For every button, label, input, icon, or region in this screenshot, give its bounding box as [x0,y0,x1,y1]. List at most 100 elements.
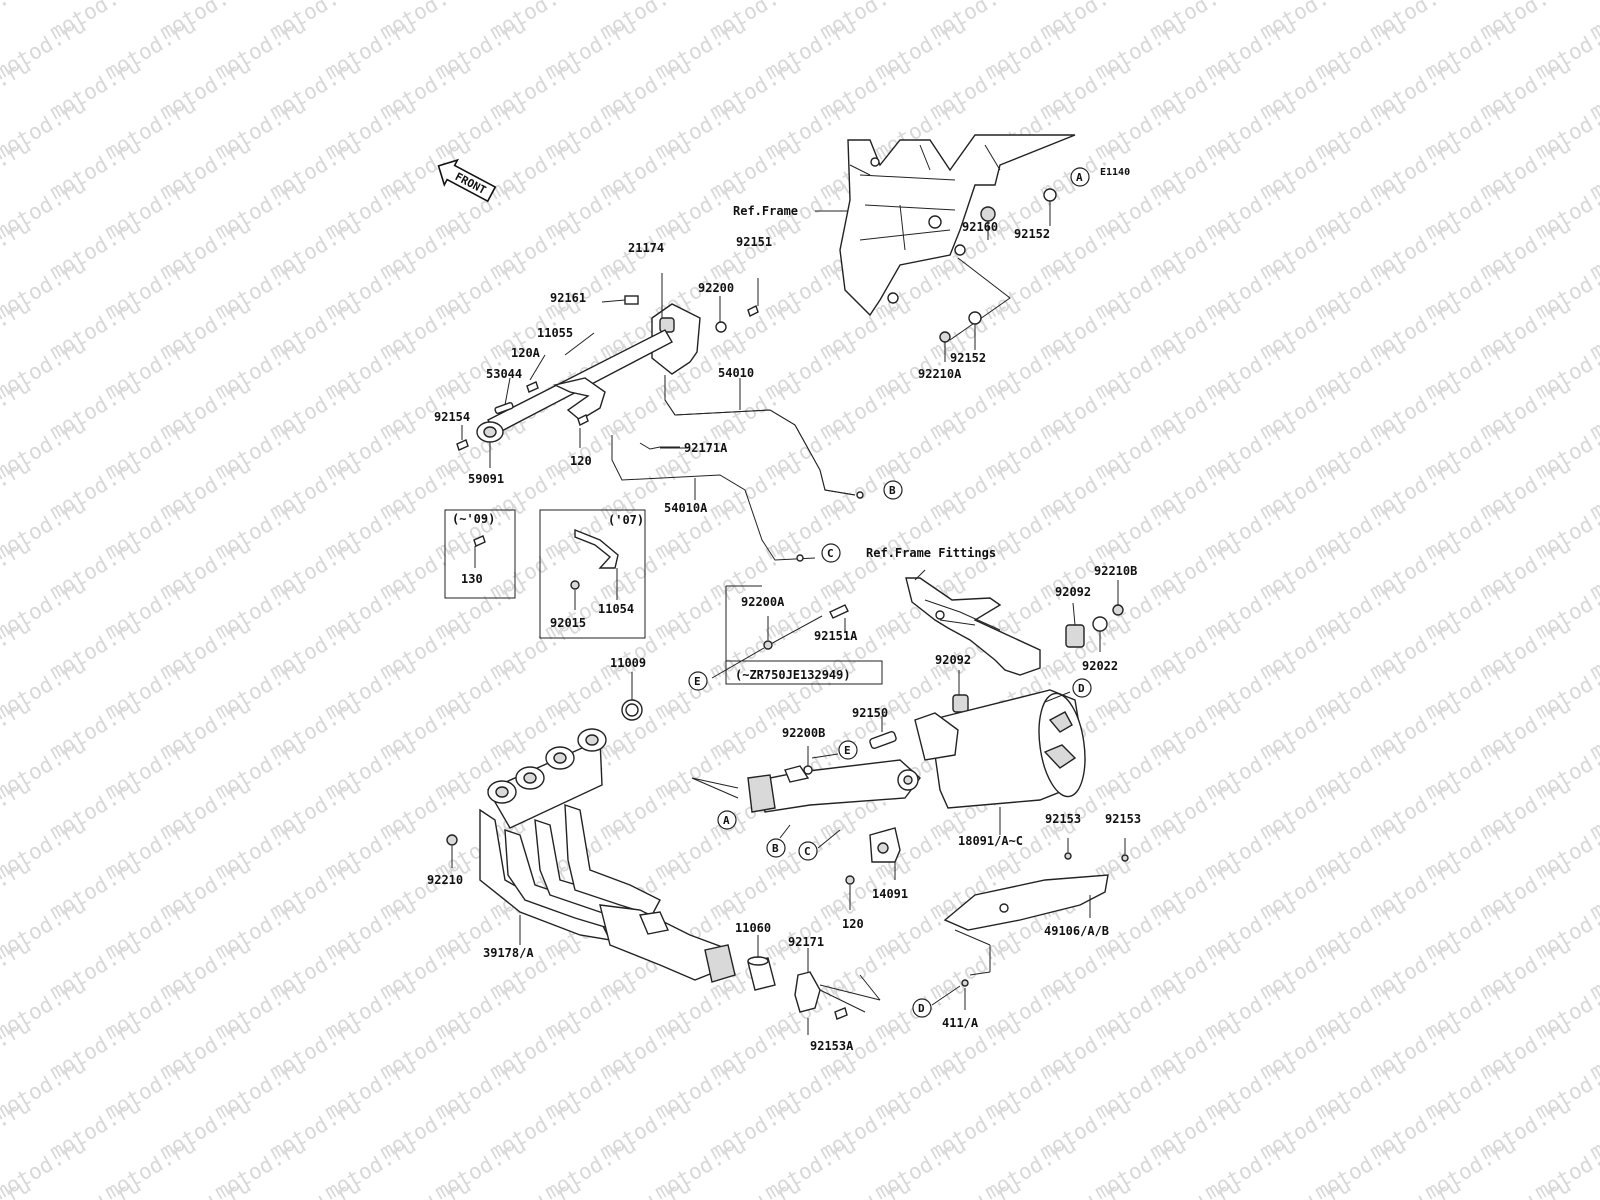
servo-assembly [476,303,701,443]
svg-text:B: B [889,484,896,497]
callout-c-muffler: C [798,841,818,861]
label-92152-b: 92152 [950,351,986,365]
diagram-code: E1140 [1100,167,1130,178]
label-11055: 11055 [537,326,573,340]
label-39178: 39178/A [483,946,534,960]
label-92171a: 92171A [684,441,728,455]
label-92151a: 92151A [814,629,858,643]
muffler-assembly [747,689,1086,813]
label-92153a: 92153A [810,1039,854,1053]
callout-d-cover: D [912,998,932,1018]
watermark-text: motod.ru [486,1173,586,1200]
label-92200a: 92200A [741,595,785,609]
svg-text:D: D [1078,682,1085,695]
label-120a: 120A [511,346,541,360]
label-92210: 92210 [427,873,463,887]
label-130: 130 [461,572,483,586]
watermark-text: motod.ru [266,1173,366,1200]
nut-92210 [446,834,458,846]
callout-d-muffler: D [1072,678,1092,698]
watermark-text: motod.ru [1256,1173,1356,1200]
label-18091: 18091/A~C [958,834,1023,848]
label-53044: 53044 [486,367,522,381]
bolt-120a [526,381,539,393]
svg-text:B: B [772,842,779,855]
nut-92210a [939,331,951,343]
watermark-text: motod.ru [1146,1173,1246,1200]
svg-text:E: E [694,675,701,688]
frame-drawing [839,134,1076,341]
washer-92200b [803,765,813,775]
callout-b-cable: B [883,480,903,500]
label-92161: 92161 [550,291,586,305]
svg-text:C: C [827,547,834,560]
damper-92092-b [952,694,969,713]
label-59091: 59091 [468,472,504,486]
frame-fitting [905,577,1041,676]
label-92015: 92015 [550,616,586,630]
bolt-92153a [834,1007,848,1020]
callout-c-cable: C [821,543,841,563]
damper-92092-a [1065,624,1085,648]
callout-e-bracket: E [688,671,708,691]
bolt-92150 [869,731,897,749]
label-92022: 92022 [1082,659,1118,673]
watermark-text: motod.ru [1476,1173,1576,1200]
nut-92210b [1112,604,1124,616]
bolt-92154 [456,439,469,451]
svg-text:A: A [723,814,730,827]
label-92210b: 92210B [1094,564,1137,578]
label-92152-a: 92152 [1014,227,1050,241]
label-92153-a: 92153 [1045,812,1081,826]
label-92171: 92171 [788,935,824,949]
label-14091: 14091 [872,887,908,901]
watermark-text: motod.ru [816,1173,916,1200]
bolt-120-top [577,414,589,426]
watermark-text: motod.ru [926,1173,1026,1200]
label-92200: 92200 [698,281,734,295]
label-11009: 11009 [610,656,646,670]
label-411a: 411/A [942,1016,979,1030]
watermark-text: motod.ru [156,1173,256,1200]
watermark-text: motod.ru [596,1173,696,1200]
watermark-text: motod.ru [706,1173,806,1200]
washer-92200 [715,321,727,333]
label-92160: 92160 [962,220,998,234]
watermark-text: motod.ru [1036,1173,1136,1200]
callout-b-muffler: B [766,838,786,858]
label-92200b: 92200B [782,726,825,740]
washer-92152-b [968,311,982,325]
label-49106: 49106/A/B [1044,924,1109,938]
bolt-120-low [845,875,855,885]
callout-e-muffler: E [838,740,858,760]
svg-text:A: A [1076,171,1083,184]
box-early-09 [444,509,516,599]
label-92151: 92151 [736,235,772,249]
bolt-92151 [747,305,759,317]
label-92153-b: 92153 [1105,812,1141,826]
watermark-text: motod.ru [0,0,35,44]
washer-92152-a [1043,188,1057,202]
label-21174: 21174 [628,241,664,255]
label-box-09: (~'09) [452,512,495,526]
box-07 [539,509,646,639]
label-92154: 92154 [434,410,470,424]
watermark-text: motod.ru [1366,1173,1466,1200]
washer-92022 [1092,616,1108,632]
label-120-low: 120 [842,917,864,931]
label-ref-frame-fittings: Ref.Frame Fittings [866,546,996,560]
label-54010: 54010 [718,366,754,380]
watermark-text: motod.ru [46,1173,146,1200]
label-11054: 11054 [598,602,634,616]
callout-a-muffler: A [717,810,737,830]
svg-text:E: E [844,744,851,757]
svg-text:C: C [804,845,811,858]
label-92092-a: 92092 [1055,585,1091,599]
clamp-92171 [794,971,821,1013]
part-labels: 21174 92151 92161 92200 11055 120A 53044… [427,220,1141,1053]
label-54010a: 54010A [664,501,708,515]
label-92210a: 92210A [918,367,962,381]
label-11060: 11060 [735,921,771,935]
